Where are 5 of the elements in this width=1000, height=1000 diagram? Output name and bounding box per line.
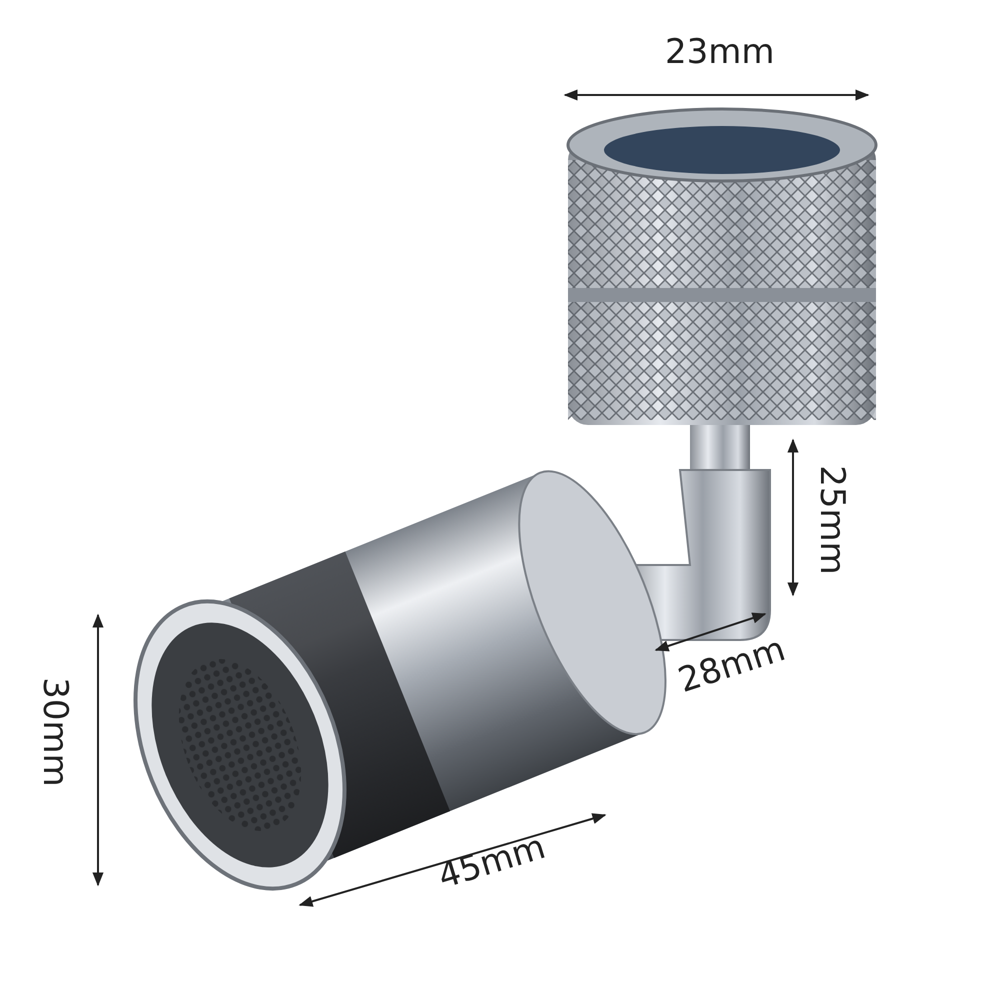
- dimension-label: 25mm: [814, 465, 849, 575]
- dimension-label: 45mm: [434, 830, 550, 894]
- dimension-label: 30mm: [38, 677, 72, 787]
- dimension-label: 28mm: [674, 632, 790, 698]
- dimension-label: 23mm: [665, 35, 775, 69]
